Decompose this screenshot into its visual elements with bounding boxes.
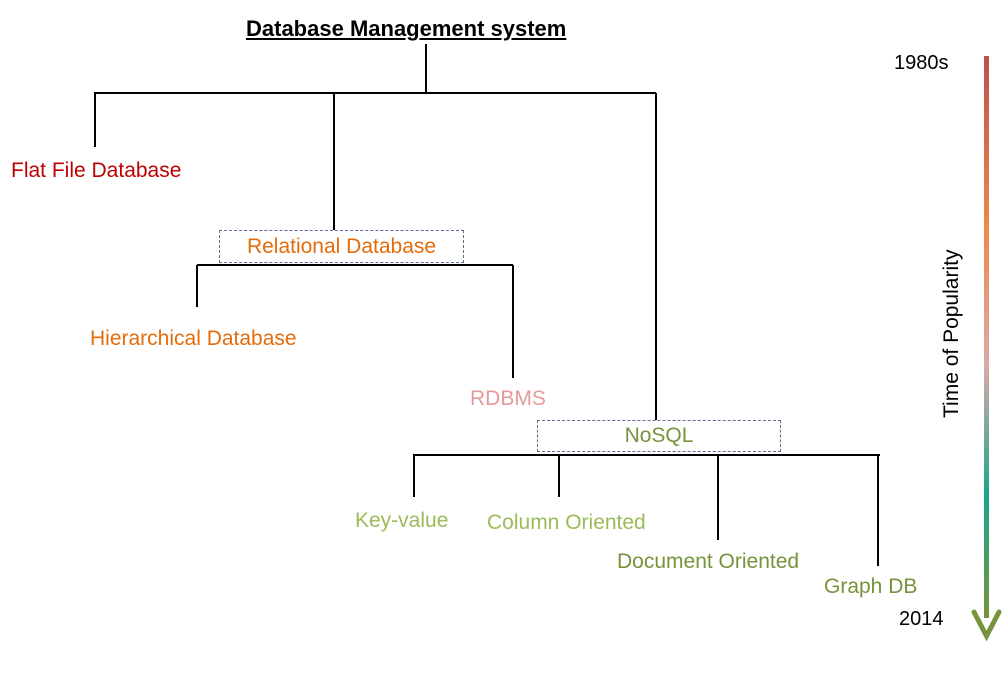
node-document-oriented: Document Oriented: [617, 550, 800, 573]
timeline-gradient-bar: [984, 56, 989, 618]
node-rdbms: RDBMS: [470, 387, 546, 410]
node-flat-file-database: Flat File Database: [11, 159, 182, 182]
node-graph-db: Graph DB: [824, 575, 918, 598]
timeline-end-label: 2014: [899, 608, 944, 630]
timeline-start-label: 1980s: [894, 52, 949, 74]
timeline-arrowhead: [971, 609, 1002, 642]
node-column-oriented: Column Oriented: [487, 511, 646, 534]
node-hierarchical-database: Hierarchical Database: [90, 327, 297, 350]
node-nosql: NoSQL: [537, 420, 781, 452]
node-relational-database: Relational Database: [219, 230, 464, 263]
node-key-value: Key-value: [355, 509, 449, 532]
timeline-caption: Time of Popularity: [940, 249, 963, 418]
page-title: Database Management system: [246, 16, 567, 41]
